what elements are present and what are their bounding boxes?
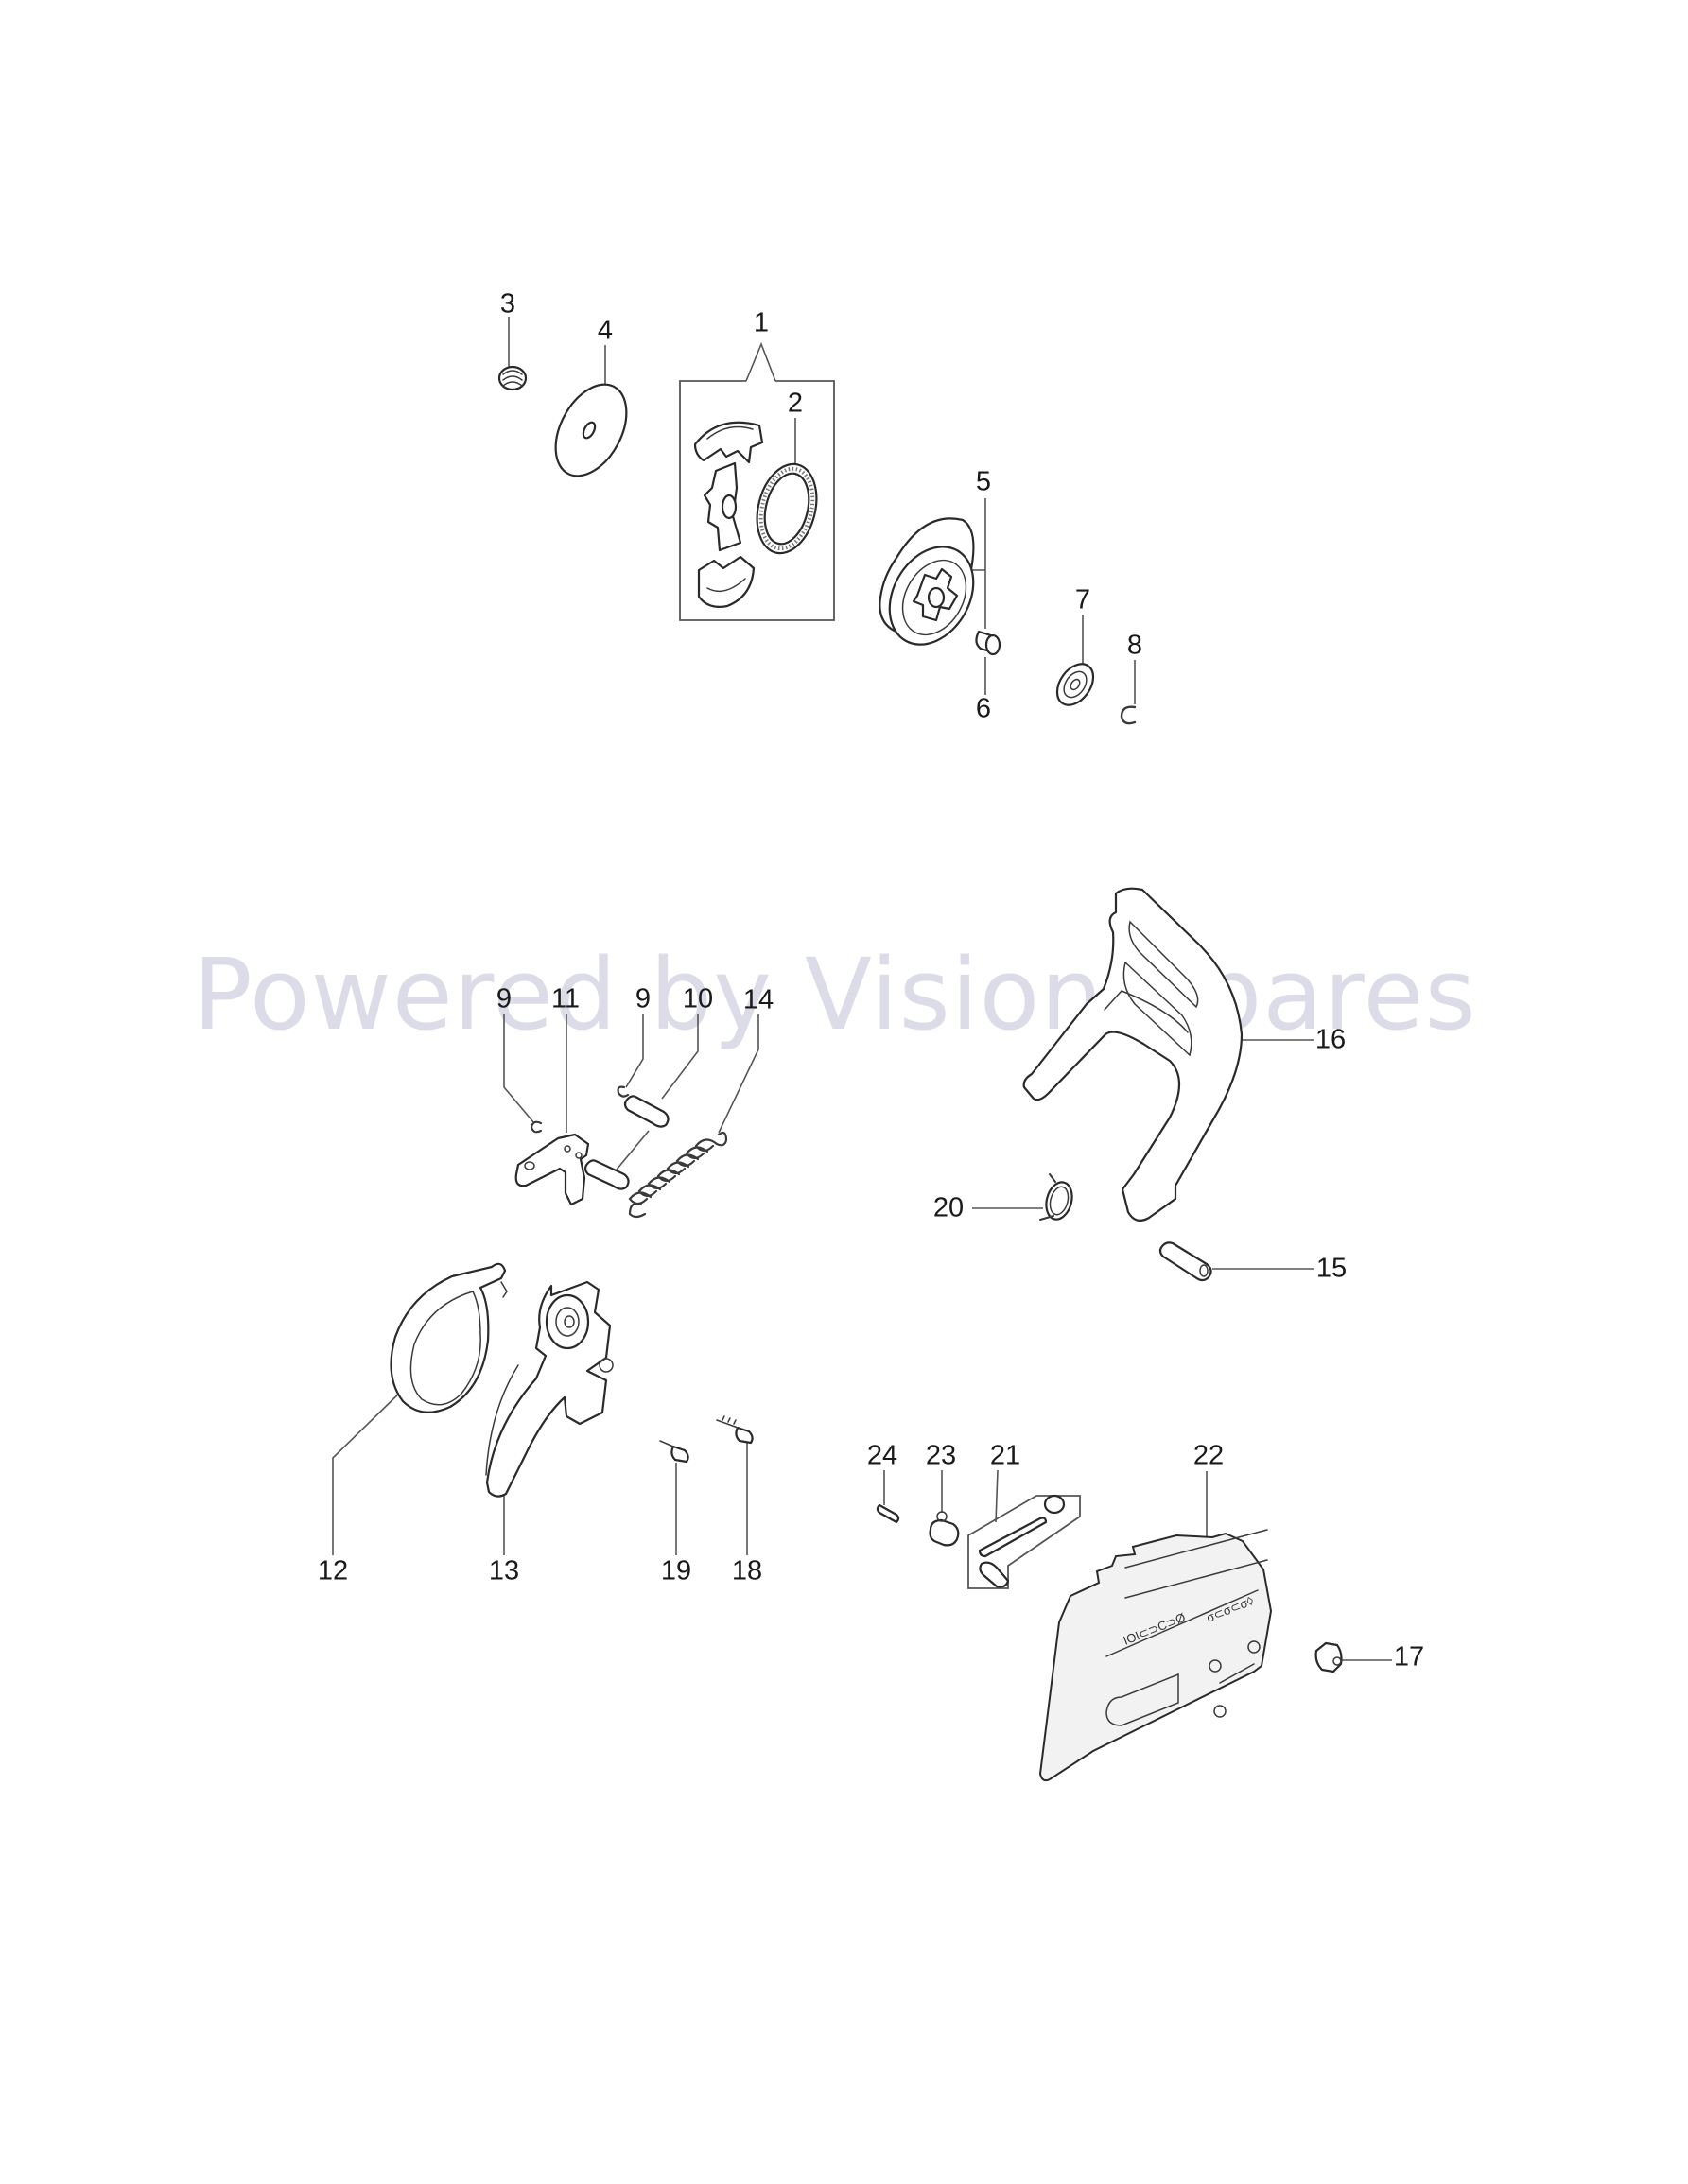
part-21-chain-tensioner-kit[interactable] — [967, 1469, 1081, 1589]
part-17-bar-nut[interactable] — [1314, 1641, 1392, 1673]
callout-1[interactable]: 1 — [753, 307, 770, 338]
callout-23[interactable]: 23 — [925, 1440, 957, 1471]
part-23-clamp[interactable] — [929, 1470, 960, 1547]
part-15-pivot-pin[interactable] — [1158, 1241, 1314, 1282]
part-22-chain-cover[interactable]: IOI⊂⊃C⊃Ø σ⊂σ⊂σ◊ — [1038, 1471, 1273, 1782]
callout-9b[interactable]: 9 — [635, 983, 652, 1014]
part-13-brake-plate[interactable] — [485, 1280, 614, 1555]
part-9-circlip-b[interactable] — [617, 1014, 644, 1098]
callout-18[interactable]: 18 — [731, 1555, 763, 1586]
part-7-washer[interactable] — [1050, 615, 1101, 712]
part-24-screw[interactable] — [876, 1470, 900, 1524]
part-16-chain-brake-handle[interactable] — [1022, 887, 1314, 1222]
part-8-e-clip[interactable] — [1120, 660, 1137, 725]
callout-13[interactable]: 13 — [488, 1555, 520, 1586]
callout-22[interactable]: 22 — [1192, 1440, 1225, 1471]
callout-2[interactable]: 2 — [787, 388, 804, 419]
callout-6[interactable]: 6 — [975, 693, 992, 724]
callout-7[interactable]: 7 — [1074, 584, 1091, 615]
callout-16[interactable]: 16 — [1314, 1024, 1347, 1055]
part-9-circlip-a[interactable] — [503, 1014, 543, 1134]
callout-24[interactable]: 24 — [866, 1440, 898, 1471]
callout-4[interactable]: 4 — [597, 315, 614, 346]
part-10-pin[interactable] — [583, 1014, 699, 1190]
part-20-torsion-spring[interactable] — [972, 1173, 1076, 1222]
callout-19[interactable]: 19 — [660, 1555, 692, 1586]
callout-17[interactable]: 17 — [1393, 1641, 1425, 1673]
part-11-brake-lever[interactable] — [514, 1014, 590, 1206]
part-1-clutch-assembly[interactable] — [679, 341, 835, 621]
callout-9a[interactable]: 9 — [496, 983, 513, 1014]
callout-10[interactable]: 10 — [682, 983, 714, 1014]
callout-20[interactable]: 20 — [932, 1192, 965, 1223]
callout-3[interactable]: 3 — [499, 288, 516, 320]
part-6-needle-bearing[interactable] — [975, 630, 1001, 695]
callout-5[interactable]: 5 — [975, 466, 992, 497]
callout-12[interactable]: 12 — [317, 1555, 349, 1586]
part-5-clutch-drum[interactable] — [873, 498, 990, 660]
callout-8[interactable]: 8 — [1126, 630, 1143, 661]
callout-21[interactable]: 21 — [989, 1440, 1021, 1471]
callout-14[interactable]: 14 — [742, 984, 774, 1015]
part-4-washer[interactable] — [541, 345, 640, 488]
part-18-screw[interactable] — [716, 1415, 754, 1555]
part-19-screw[interactable] — [659, 1440, 689, 1555]
callout-11[interactable]: 11 — [550, 983, 581, 1014]
part-14-brake-spring[interactable] — [628, 1014, 759, 1219]
part-12-brake-band[interactable] — [332, 1262, 508, 1555]
callout-15[interactable]: 15 — [1315, 1253, 1348, 1284]
part-3-nut[interactable] — [497, 317, 528, 391]
